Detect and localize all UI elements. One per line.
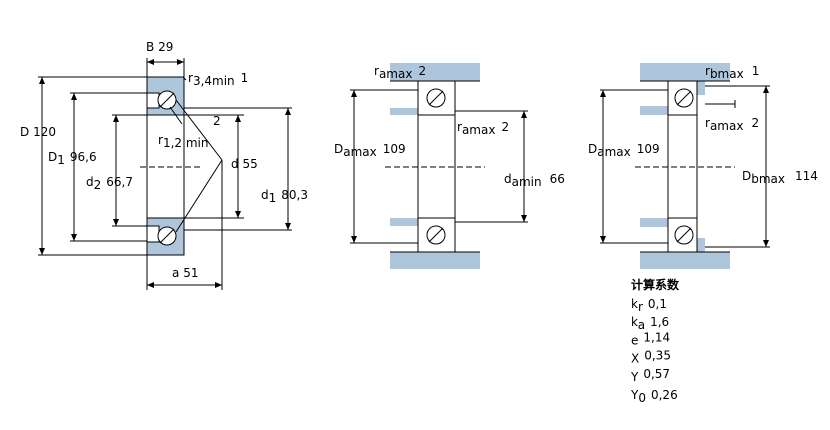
shaft-shoulder-top: [390, 108, 418, 115]
housing-bottom: [640, 252, 730, 269]
housing-bottom: [390, 252, 480, 269]
housing-top: [640, 63, 730, 81]
inner-ring-upper: [146, 92, 160, 109]
abutment-drawing-shaft: [350, 63, 528, 269]
label-D: D 120: [20, 125, 56, 139]
shaft-shoulder-bottom: [640, 218, 668, 227]
label-d: d 55: [231, 157, 258, 171]
contact-line-upper: [159, 92, 175, 108]
factors-title: 计算系数: [631, 277, 680, 292]
contact-line-lower: [159, 228, 175, 244]
label-a: a 51: [172, 266, 198, 280]
housing-top: [390, 63, 480, 81]
bearing-dimension-drawing: [38, 58, 292, 290]
inner-ring-lower: [146, 225, 160, 243]
bearing-section-upper: [146, 76, 185, 116]
label-B: B 29: [146, 40, 173, 54]
leader-r12: [169, 106, 183, 125]
leader-contact-1: [175, 99, 223, 161]
leader-contact-2: [175, 159, 223, 233]
housing-shoulder-bottom: [697, 238, 705, 252]
leader-r34: [182, 76, 187, 81]
housing-shoulder-top: [697, 81, 705, 95]
shaft-shoulder-bottom: [390, 218, 418, 226]
shaft-shoulder-top: [640, 106, 668, 115]
bearing-section-lower: [146, 217, 185, 256]
label-r12: r1,2 min2: [158, 114, 221, 150]
abutment-drawing-housing: [600, 63, 770, 269]
